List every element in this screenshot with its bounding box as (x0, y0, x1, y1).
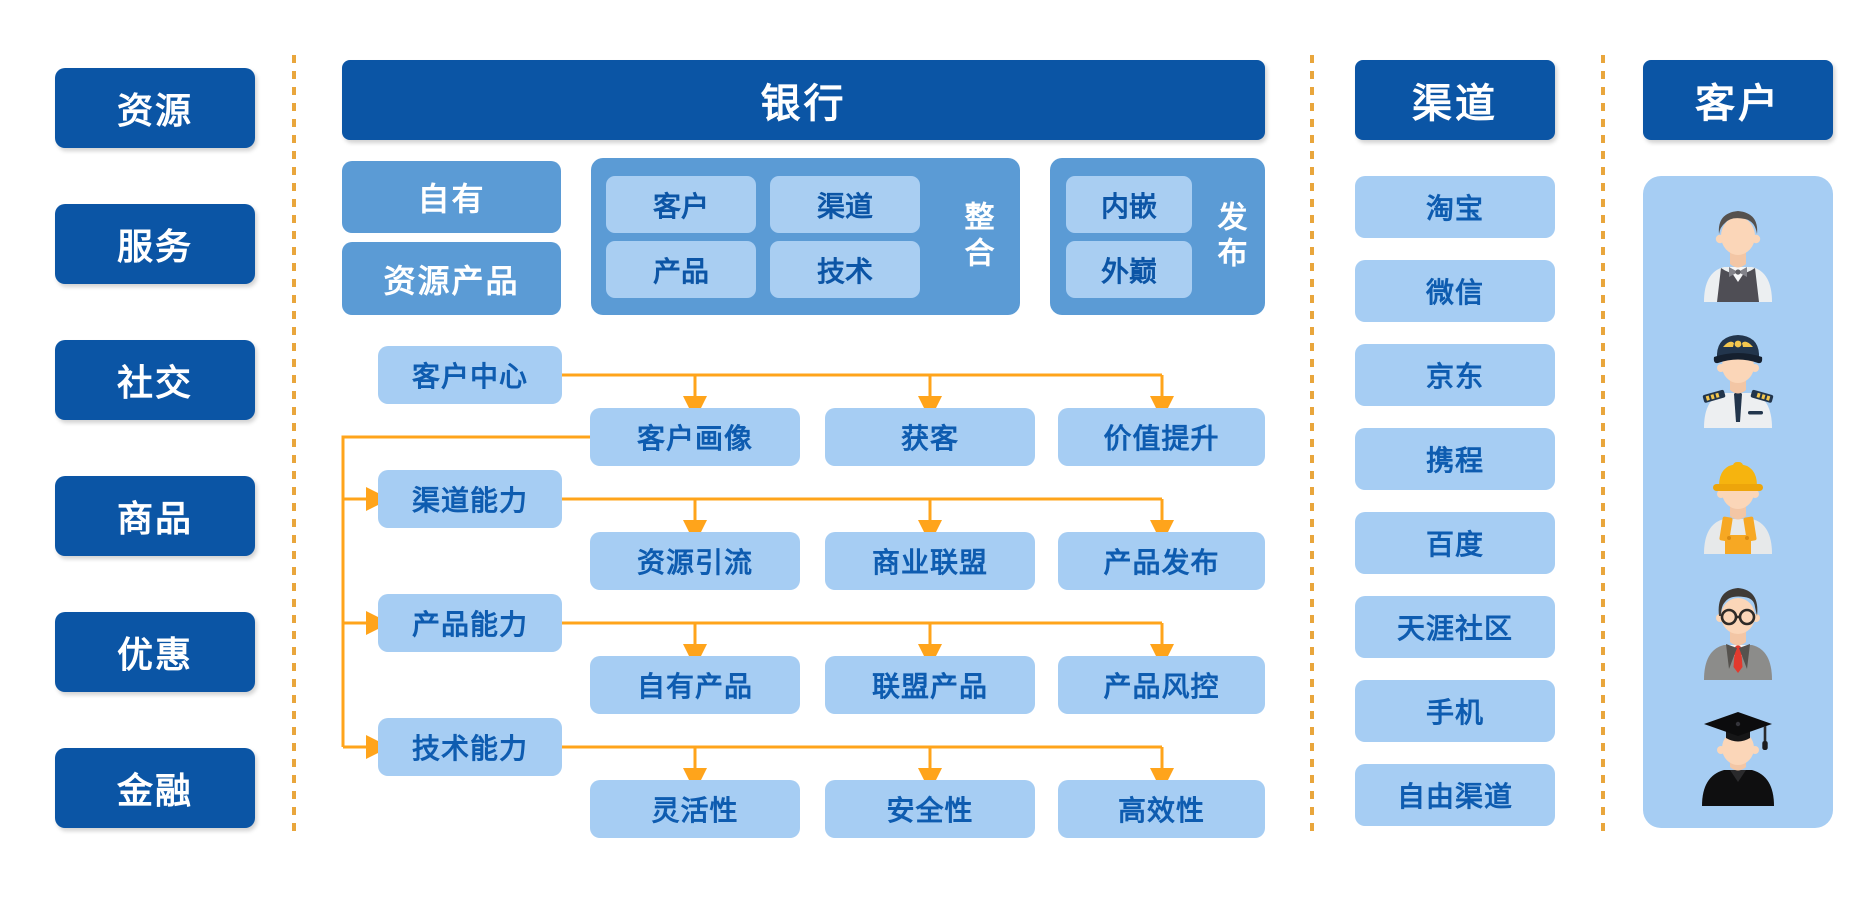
integration-item-product: 产品 (606, 241, 756, 298)
avatar-businessman-icon (1704, 588, 1772, 680)
row-cell-customer-portrait: 客户画像 (590, 408, 800, 466)
resource-box-discounts: 优惠 (55, 612, 255, 692)
row-cell-resource-diversion: 资源引流 (590, 532, 800, 590)
integration-item-customer: 客户 (606, 176, 756, 233)
separator-resources-bank (292, 55, 296, 835)
avatar-pilot-icon (1702, 335, 1774, 428)
channel-item-baidu: 百度 (1355, 512, 1555, 574)
channels-header: 渠道 (1355, 60, 1555, 140)
row-cell-security: 安全性 (825, 780, 1035, 838)
integration-item-tech: 技术 (770, 241, 920, 298)
integration-item-channel: 渠道 (770, 176, 920, 233)
row-header-tech-capability: 技术能力 (378, 718, 562, 776)
channel-item-taobao: 淘宝 (1355, 176, 1555, 238)
separator-channels-customers (1601, 55, 1605, 835)
row-header-channel-capability: 渠道能力 (378, 470, 562, 528)
resource-box-social: 社交 (55, 340, 255, 420)
avatar-graduate-icon (1702, 712, 1774, 806)
row-cell-efficiency: 高效性 (1058, 780, 1265, 838)
channel-item-mobile: 手机 (1355, 680, 1555, 742)
integration-label: 整合 (959, 200, 993, 273)
resource-box-goods: 商品 (55, 476, 255, 556)
row-cell-product-release: 产品发布 (1058, 532, 1265, 590)
resource-box-resources: 资源 (55, 68, 255, 148)
row-cell-business-alliance: 商业联盟 (825, 532, 1035, 590)
avatar-waiter-icon (1704, 211, 1772, 302)
resource-product-box: 资源产品 (342, 242, 561, 315)
resource-box-finance: 金融 (55, 748, 255, 828)
channel-item-ctrip: 携程 (1355, 428, 1555, 490)
channel-item-free-channel: 自由渠道 (1355, 764, 1555, 826)
release-item-external: 外巅 (1066, 241, 1192, 298)
row-header-product-capability: 产品能力 (378, 594, 562, 652)
row-cell-own-products: 自有产品 (590, 656, 800, 714)
release-item-embedded: 内嵌 (1066, 176, 1192, 233)
row-cell-alliance-products: 联盟产品 (825, 656, 1035, 714)
avatar-construction-worker-icon (1704, 462, 1772, 554)
resource-box-services: 服务 (55, 204, 255, 284)
integration-group: 客户 渠道 产品 技术 整合 (591, 158, 1020, 315)
row-cell-acquisition: 获客 (825, 408, 1035, 466)
customers-header: 客户 (1643, 60, 1833, 140)
release-group: 内嵌 外巅 发布 (1050, 158, 1265, 315)
channel-item-wechat: 微信 (1355, 260, 1555, 322)
customers-panel (1643, 176, 1833, 828)
row-cell-value-uplift: 价值提升 (1058, 408, 1265, 466)
row-cell-flexibility: 灵活性 (590, 780, 800, 838)
own-box: 自有 (342, 161, 561, 233)
row-header-customer-center: 客户中心 (378, 346, 562, 404)
release-label: 发布 (1212, 200, 1246, 273)
separator-bank-channels (1310, 55, 1314, 835)
bank-header: 银行 (342, 60, 1265, 140)
row-cell-risk-control: 产品风控 (1058, 656, 1265, 714)
channel-item-tianya: 天涯社区 (1355, 596, 1555, 658)
channel-item-jd: 京东 (1355, 344, 1555, 406)
